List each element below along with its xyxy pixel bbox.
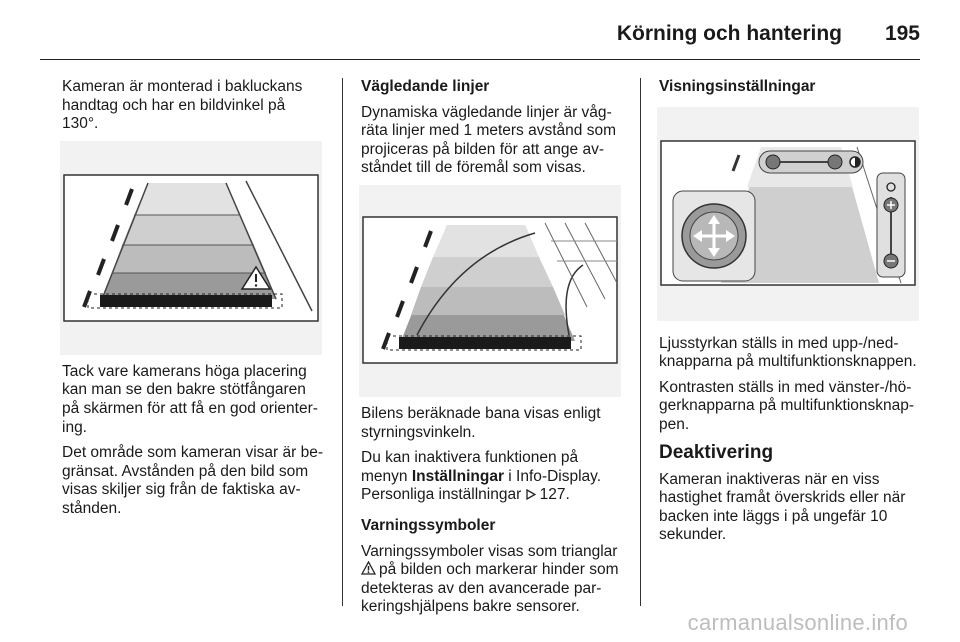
column-divider xyxy=(640,78,641,606)
disable-text: Du kan inaktivera funktionen på menyn In… xyxy=(361,449,602,504)
display-settings-figure xyxy=(657,106,919,321)
path-text: Bilens beräknade bana visas enligt styrn… xyxy=(361,404,601,441)
guidelines-figure xyxy=(359,184,621,397)
column-1: Kameran är monterad i bakluckans handtag… xyxy=(60,78,324,526)
camera-placement-text: Tack vare kamerans höga placering kan ma… xyxy=(62,362,318,436)
column-divider xyxy=(342,78,343,606)
page-number: 195 xyxy=(884,22,920,45)
arrow-right-icon xyxy=(525,489,536,501)
display-settings-heading: Visningsinställningar xyxy=(659,78,816,95)
camera-position-text: Kameran är monterad i bakluckans handtag… xyxy=(62,78,303,133)
header-rule xyxy=(40,59,920,60)
page-header: Körning och hantering 195 xyxy=(0,0,960,60)
column-3: Visningsinställningar Ljusstyrkan ställs… xyxy=(657,78,921,552)
warning-triangle-icon xyxy=(361,561,376,575)
deactivation-text: Kameran inaktiveras när en viss hastighe… xyxy=(659,470,906,544)
warning-heading: Varningssymboler xyxy=(361,516,496,534)
warning-text: Varningssymboler visas som trianglar på … xyxy=(361,542,619,616)
chapter-title: Körning och hantering xyxy=(616,22,842,45)
column-2: Vägledande linjer Dynamiska vägledande l… xyxy=(359,78,623,624)
contrast-text: Kontrasten ställs in med vänster-/hö­ger… xyxy=(659,378,915,433)
guides-heading: Vägledande linjer xyxy=(361,78,490,95)
deactivation-heading: Deaktivering xyxy=(659,441,774,463)
camera-view-figure xyxy=(60,140,322,355)
watermark: carmanualsonline.info xyxy=(687,610,908,635)
guides-text: Dynamiska vägledande linjer är våg­räta … xyxy=(361,103,616,177)
camera-range-text: Det område som kameran visar är be­gräns… xyxy=(62,444,324,517)
brightness-text: Ljusstyrkan ställs in med upp-/ned­knapp… xyxy=(659,334,917,371)
